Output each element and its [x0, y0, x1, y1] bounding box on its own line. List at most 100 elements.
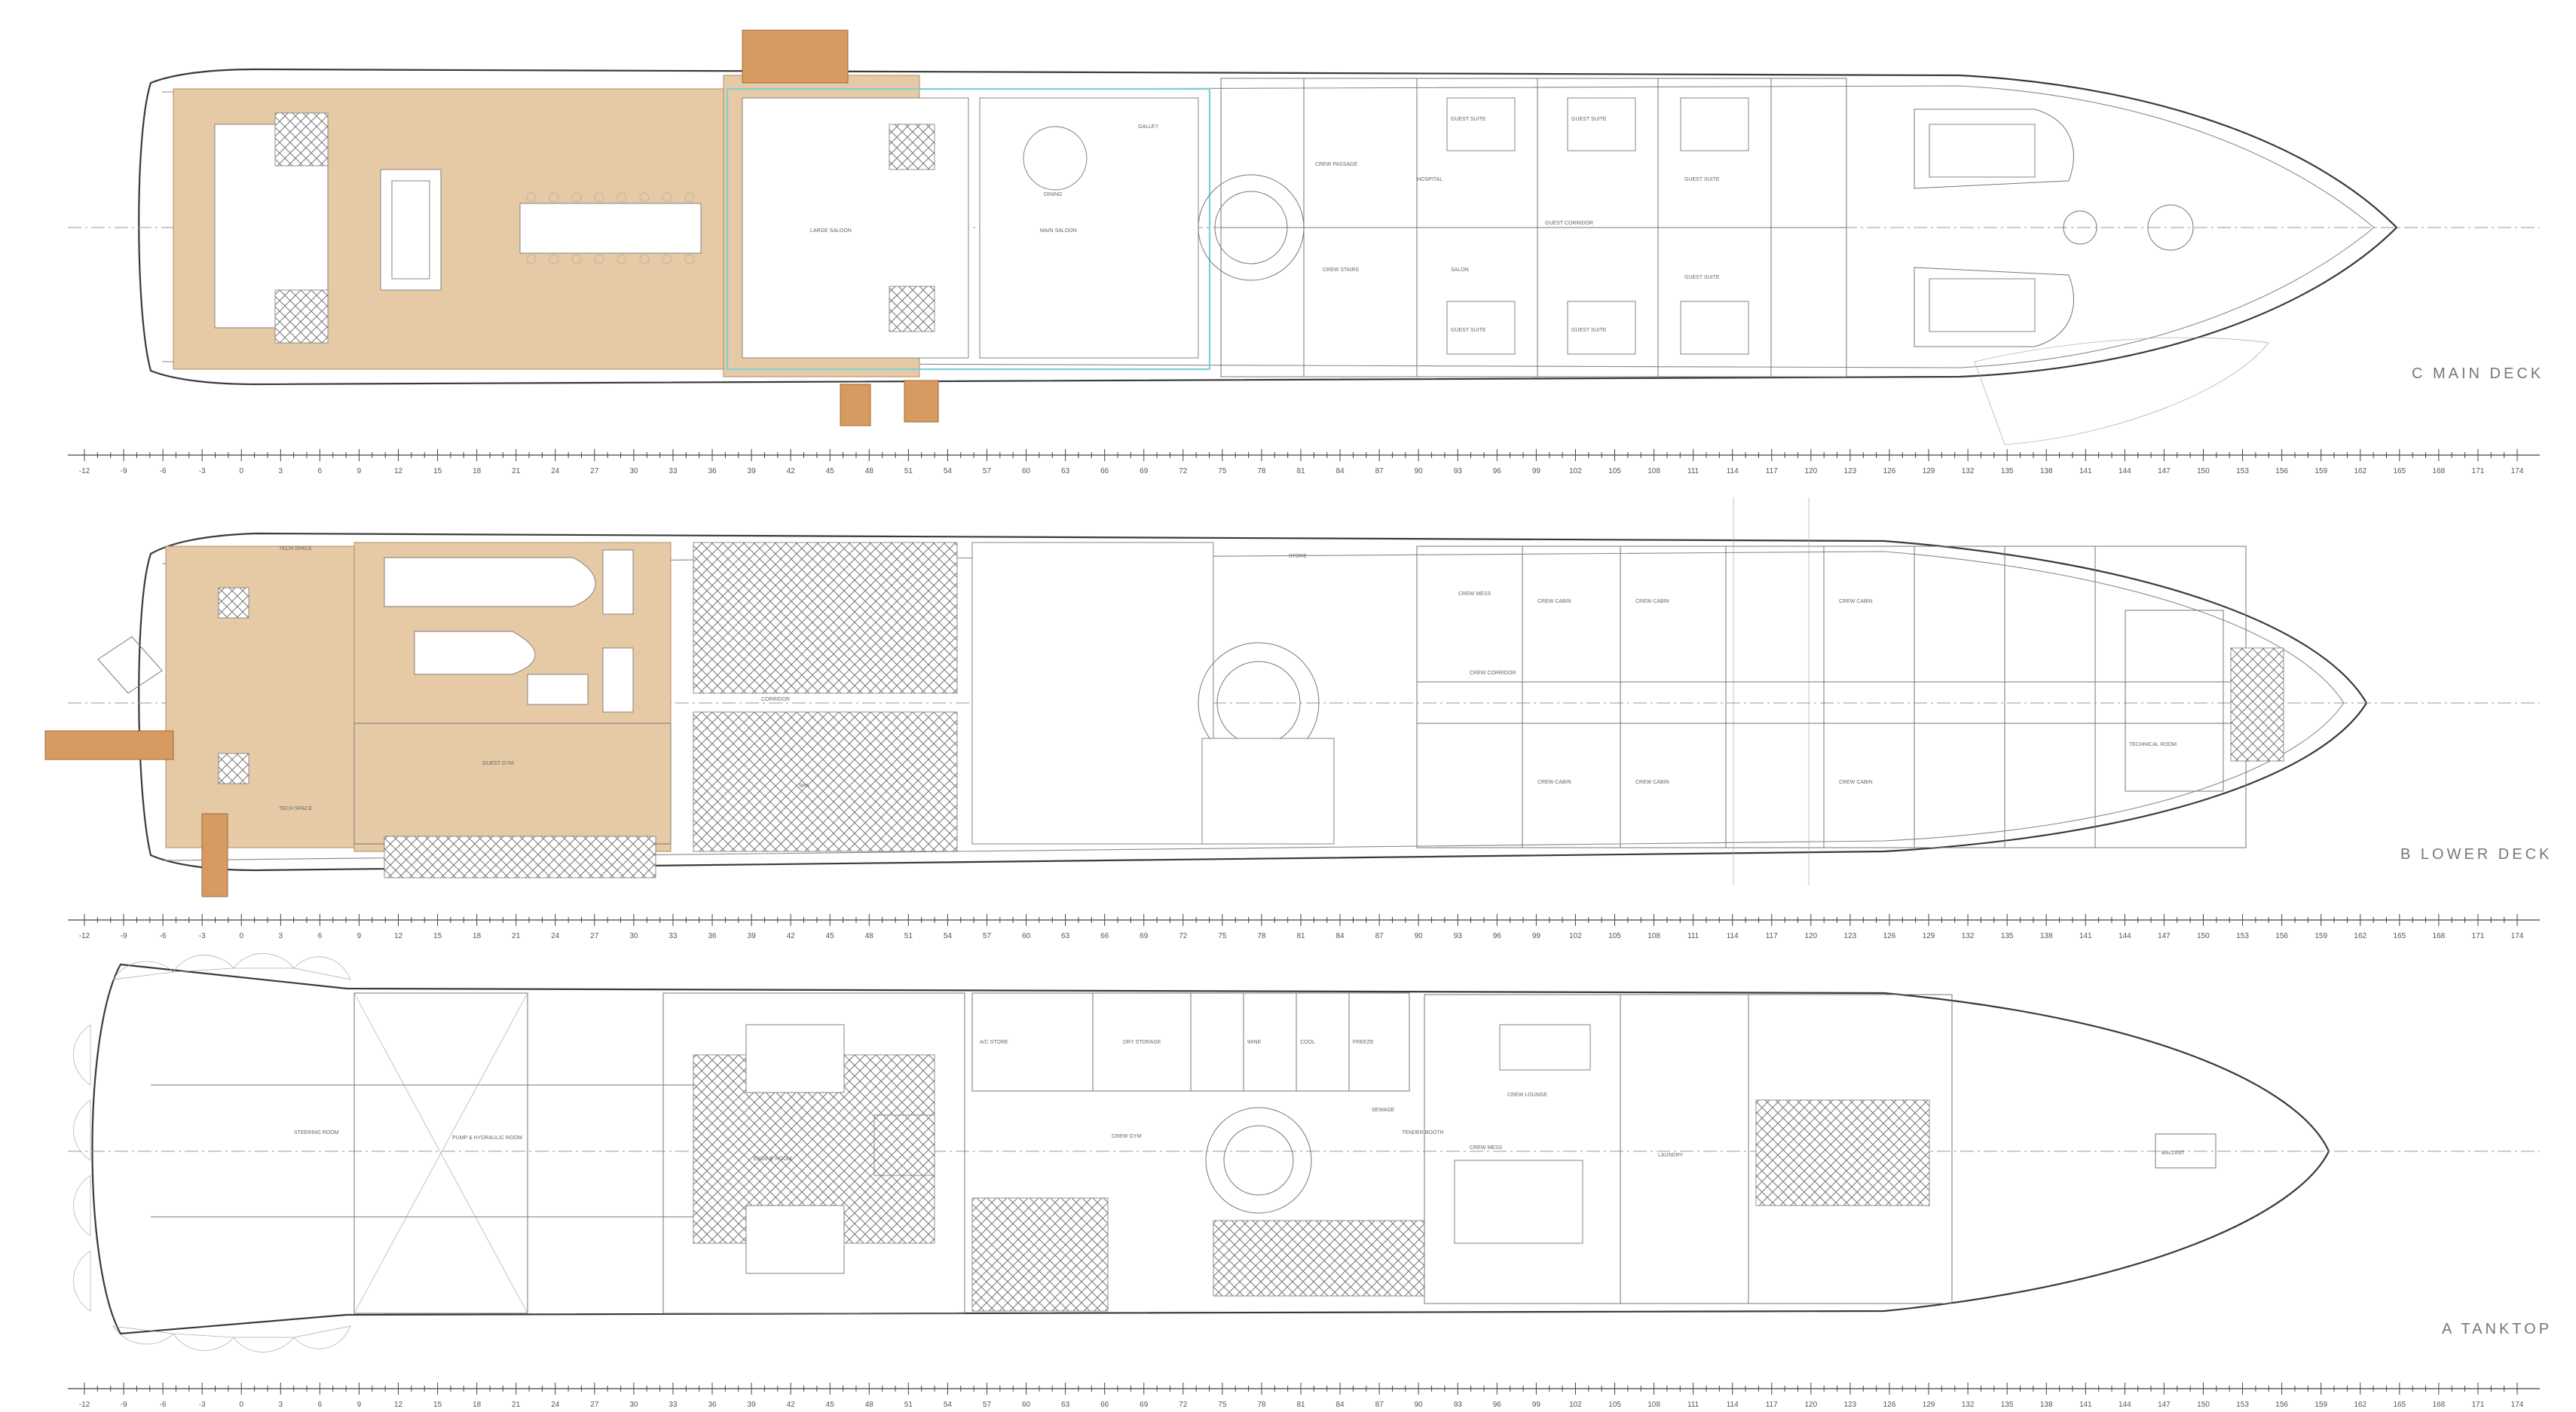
frame-tick-label: 27	[590, 932, 599, 940]
frame-tick-label: 81	[1296, 932, 1305, 940]
frame-tick-label: 81	[1296, 467, 1305, 475]
frame-tick-label: 6	[318, 932, 323, 940]
frame-tick-label: 132	[1962, 467, 1975, 475]
frame-tick-label: 66	[1100, 1401, 1109, 1409]
propeller-arcs	[73, 953, 351, 1352]
frame-tick-label: 165	[2393, 467, 2406, 475]
frame-tick-label: 117	[1766, 467, 1778, 475]
room-label: CREW MESS	[1470, 1145, 1503, 1151]
frame-tick-label: 102	[1569, 467, 1582, 475]
frame-tick-label: 84	[1336, 1401, 1345, 1409]
frame-tick-label: 138	[2040, 467, 2053, 475]
frame-tick-label: 114	[1727, 467, 1739, 475]
frame-tick-label: 150	[2197, 467, 2210, 475]
frame-tick-label: 126	[1883, 932, 1896, 940]
frame-tick-label: 165	[2393, 932, 2406, 940]
room-label: CREW MESS	[1458, 591, 1491, 597]
frame-tick-label: 138	[2040, 932, 2053, 940]
frame-tick-label: 75	[1218, 932, 1227, 940]
deck-label-tanktop: A TANKTOP	[2442, 1321, 2552, 1337]
frame-tick-label: 153	[2236, 1401, 2249, 1409]
frame-tick-label: 21	[512, 467, 521, 475]
frame-tick-label: 144	[2119, 932, 2131, 940]
frame-tick-label: 24	[551, 1401, 560, 1409]
frame-tick-label: 108	[1647, 1401, 1660, 1409]
frame-tick-label: 141	[2079, 1401, 2092, 1409]
frame-tick-label: -12	[79, 932, 90, 940]
frame-tick-label: 6	[318, 1401, 323, 1409]
frame-tick-label: 120	[1804, 467, 1817, 475]
frame-tick-label: 159	[2314, 1401, 2327, 1409]
frame-tick-label: 57	[983, 467, 992, 475]
frame-tick-label: 42	[787, 1401, 796, 1409]
frame-tick-label: 12	[394, 467, 403, 475]
frame-tick-label: 162	[2354, 932, 2366, 940]
frame-tick-label: 39	[748, 1401, 757, 1409]
frame-tick-label: -9	[121, 467, 127, 475]
frame-tick-label: 9	[357, 467, 362, 475]
frame-tick-label: 48	[865, 1401, 874, 1409]
frame-tick-label: 129	[1923, 1401, 1935, 1409]
frame-tick-label: 90	[1415, 467, 1424, 475]
frame-tick-label: 39	[748, 932, 757, 940]
frame-tick-label: 147	[2158, 1401, 2171, 1409]
lower-deck-hull	[138, 532, 2368, 872]
frame-tick-label: 96	[1493, 467, 1502, 475]
frame-tick-label: -6	[160, 932, 167, 940]
frame-tick-label: 12	[394, 1401, 403, 1409]
frame-tick-label: 60	[1022, 1401, 1031, 1409]
tanktop-hull	[91, 963, 2330, 1335]
room-label: GUEST SUITE	[1571, 328, 1607, 333]
frame-tick-label: 60	[1022, 467, 1031, 475]
frame-tick-label: 129	[1923, 932, 1935, 940]
frame-tick-label: 159	[2314, 932, 2327, 940]
tanktop-deck: STEERING ROOM PUMP & HYDRAULIC ROOM ENGI…	[68, 953, 2552, 1352]
frame-tick-label: 6	[318, 467, 323, 475]
frame-tick-label: 150	[2197, 1401, 2210, 1409]
frame-tick-label: 90	[1415, 932, 1424, 940]
room-label: MAIN SALOON	[1040, 228, 1077, 234]
frame-tick-label: 87	[1375, 1401, 1384, 1409]
frame-tick-label: -3	[199, 467, 206, 475]
room-label: GUEST SUITE	[1451, 117, 1486, 122]
frame-tick-label: 123	[1844, 1401, 1857, 1409]
frame-tick-label: 54	[944, 932, 953, 940]
frame-tick-label: 129	[1923, 467, 1935, 475]
frame-tick-label: 132	[1962, 932, 1975, 940]
frame-tick-label: 117	[1766, 1401, 1778, 1409]
frame-tick-label: 0	[239, 1401, 243, 1409]
frame-tick-label: 123	[1844, 467, 1857, 475]
room-label: GUEST SUITE	[1571, 117, 1607, 122]
deck-label-lower: B LOWER DECK	[2400, 846, 2552, 863]
frame-tick-label: 162	[2354, 1401, 2366, 1409]
room-label: HOSPITAL	[1417, 177, 1442, 182]
room-label: CREW LOUNGE	[1507, 1093, 1547, 1098]
room-label: CREW GYM	[1112, 1134, 1141, 1139]
frame-tick-label: 156	[2275, 932, 2288, 940]
frame-tick-label: 51	[904, 1401, 913, 1409]
frame-tick-label: 132	[1962, 1401, 1975, 1409]
frame-tick-label: 99	[1532, 1401, 1541, 1409]
room-label: FREEZE	[1353, 1040, 1374, 1045]
frame-tick-label: 66	[1100, 467, 1109, 475]
frame-tick-label: 153	[2236, 467, 2249, 475]
frame-tick-label: 174	[2511, 1401, 2524, 1409]
frame-tick-label: 84	[1336, 467, 1345, 475]
room-label: GUEST GYM	[482, 761, 514, 766]
frame-tick-label: 114	[1727, 932, 1739, 940]
frame-tick-label: 96	[1493, 1401, 1502, 1409]
frame-tick-label: 42	[787, 932, 796, 940]
frame-tick-label: 18	[473, 467, 482, 475]
frame-tick-label: -3	[199, 1401, 206, 1409]
frame-tick-label: 15	[433, 1401, 442, 1409]
room-label: GUEST SUITE	[1684, 275, 1720, 280]
frame-tick-label: 45	[826, 467, 835, 475]
room-label: CREW CABIN	[1635, 599, 1669, 604]
frame-tick-label: 36	[708, 1401, 717, 1409]
room-label: STEERING ROOM	[294, 1130, 339, 1135]
room-label: CREW STAIRS	[1323, 267, 1359, 273]
frame-tick-label: 33	[668, 467, 678, 475]
frame-tick-label: 87	[1375, 932, 1384, 940]
frame-tick-label: 168	[2433, 467, 2446, 475]
frame-tick-label: -9	[121, 932, 127, 940]
